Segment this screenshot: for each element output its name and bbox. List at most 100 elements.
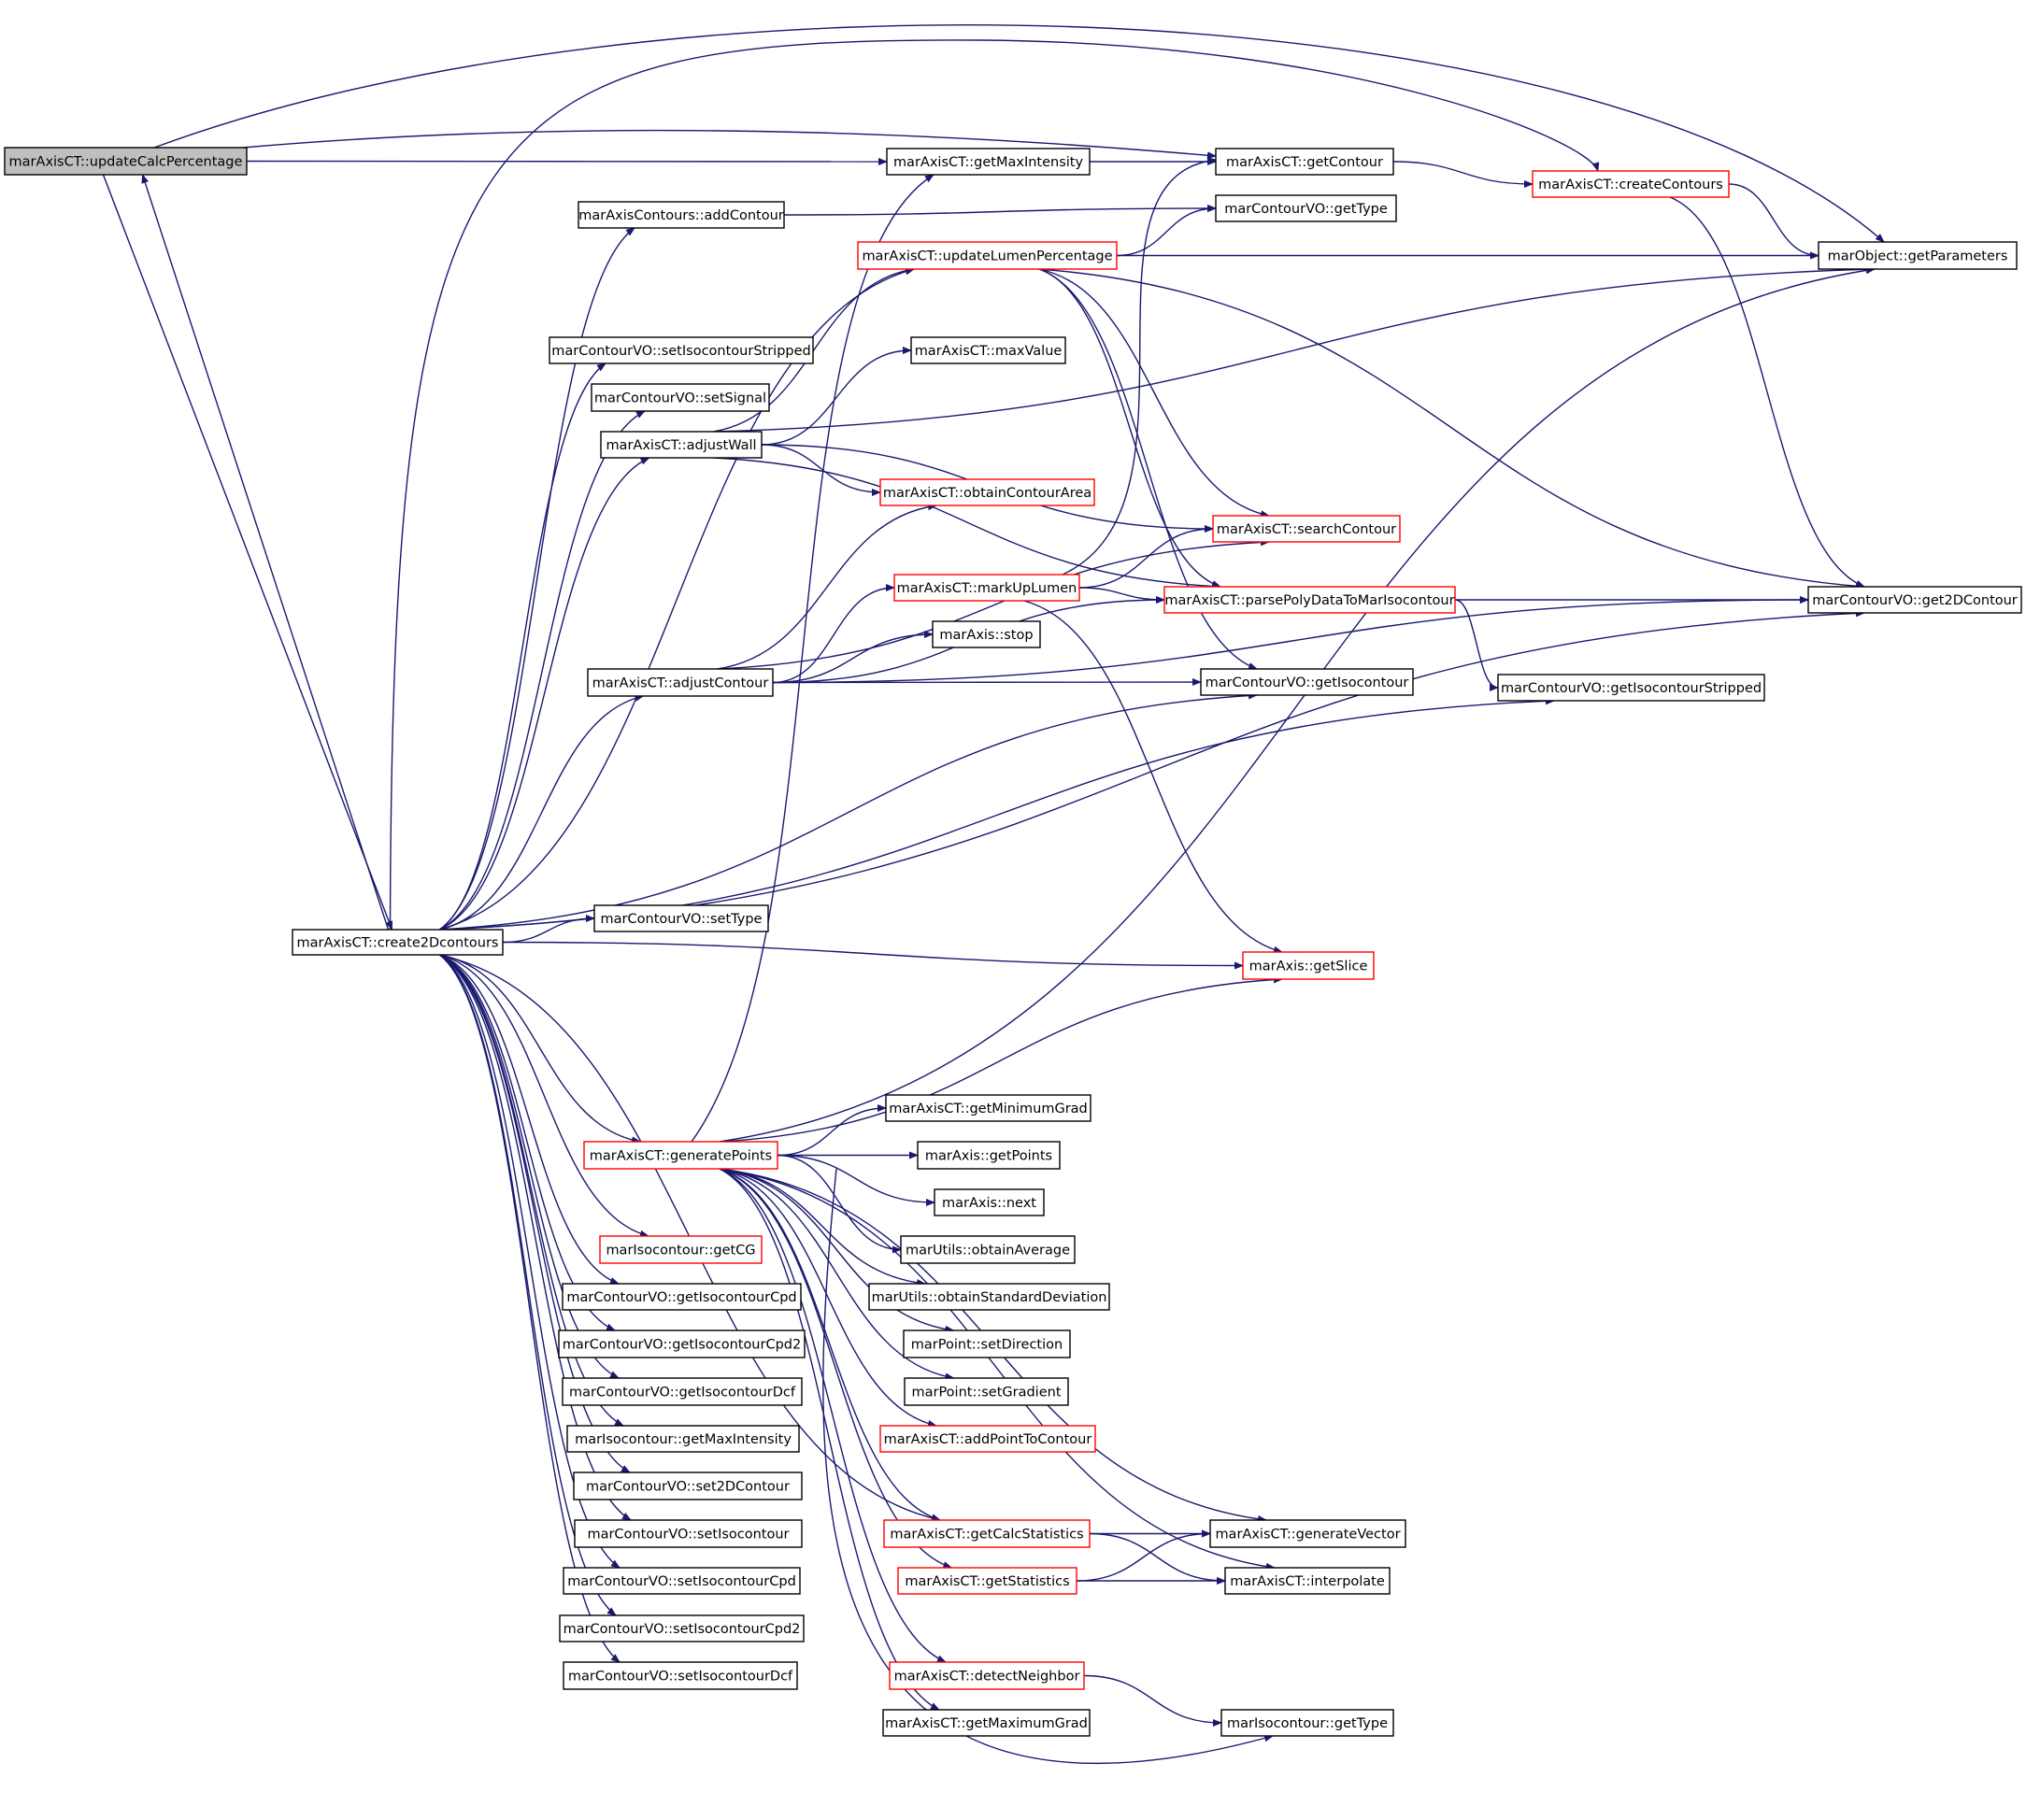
node-set-gradient[interactable]: marPoint::setGradient	[904, 1377, 1069, 1406]
node-box[interactable]	[889, 1661, 1085, 1690]
node-set-isocontour-cpd2[interactable]: marContourVO::setIsocontourCpd2	[559, 1614, 805, 1642]
node-mark-up-lumen[interactable]: marAxisCT::markUpLumen	[893, 574, 1080, 602]
node-get-isocontour-cpd[interactable]: marContourVO::getIsocontourCpd	[562, 1283, 802, 1311]
node-box[interactable]	[1818, 241, 2018, 270]
node-box[interactable]	[1212, 515, 1401, 543]
node-box[interactable]	[549, 336, 814, 364]
node-box[interactable]	[1224, 1567, 1391, 1595]
node-box[interactable]	[1200, 668, 1414, 696]
node-box[interactable]	[574, 1519, 803, 1548]
node-box[interactable]	[1807, 586, 2022, 614]
node-update-lumen-percentage[interactable]: marAxisCT::updateLumenPercentage	[857, 241, 1118, 270]
node-box[interactable]	[583, 1141, 778, 1170]
node-box[interactable]	[910, 336, 1066, 364]
node-box[interactable]	[4, 147, 248, 176]
node-box[interactable]	[886, 148, 1091, 176]
node-box[interactable]	[563, 1567, 801, 1595]
node-box[interactable]	[578, 201, 785, 229]
node-get2-dcontour[interactable]: marContourVO::get2DContour	[1807, 586, 2022, 614]
node-box[interactable]	[563, 1661, 798, 1690]
node-iso-get-max-intensity[interactable]: marIsocontour::getMaxIntensity	[566, 1425, 800, 1453]
node-box[interactable]	[573, 1472, 803, 1500]
node-box[interactable]	[587, 668, 774, 697]
node-box[interactable]	[904, 1377, 1069, 1406]
node-get-isocontour-dcf[interactable]: marContourVO::getIsocontourDcf	[562, 1377, 803, 1406]
node-parse-poly-data[interactable]: marAxisCT::parsePolyDataToMarIsocontour	[1163, 586, 1456, 614]
node-box[interactable]	[1215, 194, 1397, 222]
node-box[interactable]	[934, 1188, 1045, 1216]
node-box[interactable]	[900, 1235, 1076, 1264]
node-obtain-contour-area[interactable]: marAxisCT::obtainContourArea	[879, 478, 1095, 506]
node-generate-points[interactable]: marAxisCT::generatePoints	[583, 1141, 778, 1170]
node-search-contour[interactable]: marAxisCT::searchContour	[1212, 515, 1401, 543]
node-box[interactable]	[897, 1567, 1077, 1595]
node-get-points[interactable]: marAxis::getPoints	[917, 1141, 1061, 1170]
node-set-type[interactable]: marContourVO::setType	[593, 904, 769, 932]
node-box[interactable]	[1532, 170, 1730, 198]
node-create-contours[interactable]: marAxisCT::createContours	[1532, 170, 1730, 198]
node-get-minimum-grad[interactable]: marAxisCT::getMinimumGrad	[885, 1094, 1091, 1122]
node-box[interactable]	[600, 431, 763, 459]
node-set-signal[interactable]: marContourVO::setSignal	[591, 383, 770, 412]
node-vo-get-type[interactable]: marContourVO::getType	[1215, 194, 1397, 222]
node-box[interactable]	[893, 574, 1080, 602]
node-box[interactable]	[868, 1283, 1110, 1311]
node-box[interactable]	[1220, 1709, 1394, 1737]
node-adjust-contour[interactable]: marAxisCT::adjustContour	[587, 668, 774, 697]
node-add-contour[interactable]: marAxisContours::addContour	[578, 201, 785, 229]
node-get-maximum-grad[interactable]: marAxisCT::getMaximumGrad	[882, 1709, 1091, 1737]
node-get-calc-statistics[interactable]: marAxisCT::getCalcStatistics	[883, 1519, 1091, 1548]
node-set2-dcontour[interactable]: marContourVO::set2DContour	[573, 1472, 803, 1500]
node-get-slice[interactable]: marAxis::getSlice	[1242, 951, 1375, 980]
node-get-parameters[interactable]: marObject::getParameters	[1818, 241, 2018, 270]
node-get-isocontour-stripped[interactable]: marContourVO::getIsocontourStripped	[1497, 674, 1765, 702]
node-box[interactable]	[1497, 674, 1765, 702]
node-iso-get-type[interactable]: marIsocontour::getType	[1220, 1709, 1394, 1737]
node-obtain-average[interactable]: marUtils::obtainAverage	[900, 1235, 1076, 1264]
node-box[interactable]	[292, 929, 504, 956]
node-box[interactable]	[1163, 586, 1456, 614]
node-box[interactable]	[857, 241, 1118, 270]
node-box[interactable]	[903, 1329, 1071, 1358]
node-box[interactable]	[879, 1425, 1096, 1453]
node-box[interactable]	[1242, 951, 1375, 980]
node-box[interactable]	[559, 1614, 805, 1642]
node-box[interactable]	[885, 1094, 1091, 1122]
node-box[interactable]	[917, 1141, 1061, 1170]
node-box[interactable]	[883, 1519, 1091, 1548]
node-obtain-standard-deviation[interactable]: marUtils::obtainStandardDeviation	[868, 1283, 1110, 1311]
node-box[interactable]	[879, 478, 1095, 506]
node-create2-dcontours[interactable]: marAxisCT::create2Dcontours	[292, 929, 504, 956]
node-box[interactable]	[1209, 1519, 1406, 1548]
node-box[interactable]	[932, 620, 1041, 648]
node-box[interactable]	[591, 383, 770, 412]
node-stop[interactable]: marAxis::stop	[932, 620, 1041, 648]
node-set-isocontour-stripped[interactable]: marContourVO::setIsocontourStripped	[549, 336, 814, 364]
node-add-point-to-contour[interactable]: marAxisCT::addPointToContour	[879, 1425, 1096, 1453]
node-box[interactable]	[562, 1377, 803, 1406]
node-get-isocontour-cpd2[interactable]: marContourVO::getIsocontourCpd2	[558, 1329, 806, 1358]
node-get-contour[interactable]: marAxisCT::getContour	[1215, 148, 1394, 176]
node-box[interactable]	[558, 1329, 806, 1358]
node-set-isocontour-dcf[interactable]: marContourVO::setIsocontourDcf	[563, 1661, 798, 1690]
node-update-calc-percentage[interactable]: marAxisCT::updateCalcPercentage	[4, 147, 248, 176]
node-adjust-wall[interactable]: marAxisCT::adjustWall	[600, 431, 763, 459]
node-box[interactable]	[566, 1425, 800, 1453]
node-next[interactable]: marAxis::next	[934, 1188, 1045, 1216]
node-get-isocontour[interactable]: marContourVO::getIsocontour	[1200, 668, 1414, 696]
node-get-max-intensity[interactable]: marAxisCT::getMaxIntensity	[886, 148, 1091, 176]
node-get-cg[interactable]: marIsocontour::getCG	[599, 1235, 763, 1264]
node-generate-vector[interactable]: marAxisCT::generateVector	[1209, 1519, 1406, 1548]
node-get-statistics[interactable]: marAxisCT::getStatistics	[897, 1567, 1077, 1595]
node-max-value[interactable]: marAxisCT::maxValue	[910, 336, 1066, 364]
node-detect-neighbor[interactable]: marAxisCT::detectNeighbor	[889, 1661, 1085, 1690]
node-set-direction[interactable]: marPoint::setDirection	[903, 1329, 1071, 1358]
node-interpolate[interactable]: marAxisCT::interpolate	[1224, 1567, 1391, 1595]
node-box[interactable]	[593, 904, 769, 932]
node-box[interactable]	[882, 1709, 1091, 1737]
node-box[interactable]	[562, 1283, 802, 1311]
node-set-isocontour-cpd[interactable]: marContourVO::setIsocontourCpd	[563, 1567, 801, 1595]
node-box[interactable]	[599, 1235, 763, 1264]
node-set-isocontour[interactable]: marContourVO::setIsocontour	[574, 1519, 803, 1548]
node-box[interactable]	[1215, 148, 1394, 176]
